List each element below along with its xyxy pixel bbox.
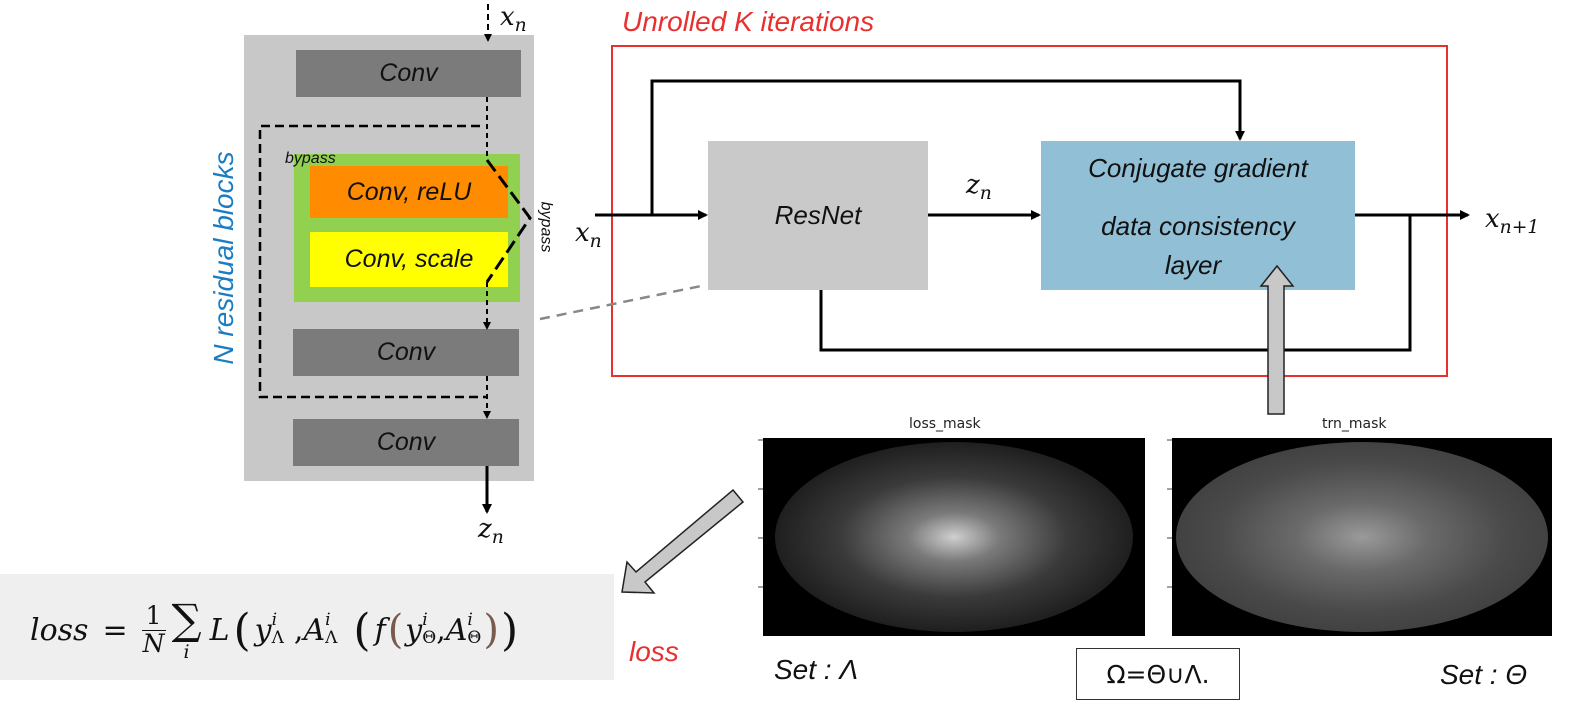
term2: A [303, 612, 326, 648]
conv-scale-label: Conv, scale [344, 245, 474, 273]
conv-relu-block: Conv, reLU [310, 166, 508, 218]
conv-scale-block: Conv, scale [310, 232, 508, 287]
conv-mid-block: Conv [293, 329, 519, 376]
paren-open-3: ( [387, 607, 404, 653]
func-L: L [209, 612, 230, 648]
resnet-block: ResNet [708, 141, 928, 290]
bypass-left-label: bypass [285, 150, 336, 167]
resnet-label: ResNet [774, 200, 862, 230]
term3: y [405, 612, 423, 648]
resnet-output-label: zn [478, 514, 504, 549]
frac-bar [141, 629, 166, 631]
frac-den: N [142, 628, 165, 658]
paren-close-3: ) [483, 607, 499, 653]
term1: y [254, 612, 272, 648]
formula-eq: = [102, 612, 128, 648]
trn-mask-ellipse [1176, 442, 1548, 632]
term4: A [445, 612, 468, 648]
paren-open-2: ( [353, 604, 371, 656]
paren-close-2: ) [500, 604, 519, 656]
loss-mask-title: loss_mask [909, 416, 981, 432]
loss-mask-image [763, 438, 1145, 636]
trn-mask-up-arrow [1259, 264, 1295, 415]
sum-operator: ∑ i [171, 594, 202, 663]
sum-index: i [183, 640, 190, 663]
unrolled-output-label: xn+1 [1485, 204, 1540, 239]
cg-line1: Conjugate gradient [1088, 153, 1308, 183]
frac-num: 1 [145, 601, 162, 631]
unrolled-connectors [595, 79, 1470, 352]
conv-bottom-label: Conv [376, 428, 436, 456]
unrolled-iterations-frame [611, 45, 1448, 377]
loss-arrow-label: loss [629, 636, 679, 667]
skip-to-cg [650, 79, 1245, 215]
union-label: Ω=Θ∪Λ. [1106, 659, 1210, 689]
loss-set-label: Set : Λ [774, 654, 859, 685]
unrolled-title: Unrolled K iterations [622, 6, 875, 37]
bypass-left-path [258, 124, 487, 399]
formula-fraction: 1 N [141, 601, 166, 658]
comma-2: , [436, 612, 446, 648]
bypass-right-path [485, 159, 532, 283]
loss-mask-ellipse [775, 442, 1133, 632]
loss-down-arrow [621, 488, 745, 594]
unrolled-input-label: xn [575, 218, 602, 253]
conv-top-block: Conv [296, 50, 521, 97]
trn-mask-title: trn_mask [1322, 416, 1387, 432]
cg-line3: layer [1164, 250, 1222, 280]
conv-mid-label: Conv [376, 338, 436, 366]
loss-formula-box [0, 574, 614, 680]
conv-relu-label: Conv, reLU [346, 177, 472, 206]
unrolled-mid-label: zn [966, 170, 992, 205]
func-f: f [374, 612, 386, 648]
resnet-detail-connectors [258, 4, 532, 514]
feedback-loop [819, 215, 1412, 352]
cg-dc-layer-block [1041, 141, 1355, 290]
paren-open-1: ( [233, 604, 251, 656]
cg-line2: data consistency [1101, 211, 1295, 241]
comma-1: , [293, 612, 304, 648]
zoom-connector [539, 283, 707, 321]
trn-mask-image [1172, 438, 1552, 636]
sum-symbol: ∑ [171, 594, 202, 644]
union-label-box: Ω=Θ∪Λ. [1076, 648, 1240, 700]
mask-axis-ticks [758, 439, 1172, 588]
conv-top-label: Conv [379, 59, 438, 87]
resnet-input-label: xn [500, 2, 527, 37]
formula-lhs: loss [30, 612, 89, 648]
trn-set-label: Set : Θ [1440, 659, 1528, 690]
conv-bottom-block: Conv [293, 419, 519, 466]
